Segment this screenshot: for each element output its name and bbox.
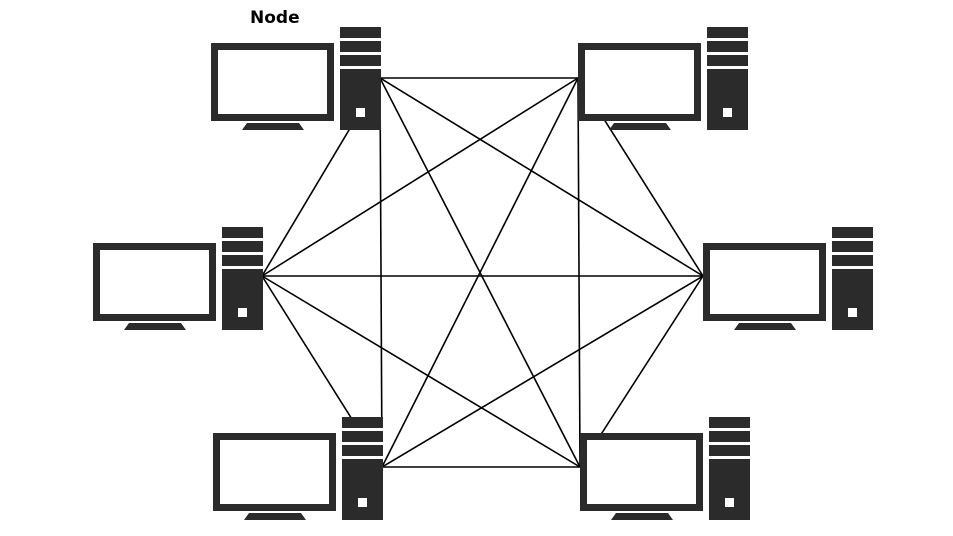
link-top-left-to-bottom-left <box>379 77 383 468</box>
tower-drive-slot-1 <box>707 38 748 41</box>
tower-drive-slot-3 <box>342 456 383 459</box>
monitor-screen <box>220 440 329 504</box>
desktop-computer-icon <box>211 27 381 130</box>
monitor-stand <box>242 123 304 130</box>
monitor-stand <box>609 123 671 130</box>
node-bottom-left <box>213 417 383 520</box>
monitor-screen <box>710 250 819 314</box>
tower-drive-slot-1 <box>222 238 263 241</box>
tower-drive-slot-3 <box>709 456 750 459</box>
tower-drive-slot-2 <box>222 252 263 255</box>
monitor-stand <box>611 513 673 520</box>
node-top-right <box>578 27 748 130</box>
nodes-layer <box>93 27 873 520</box>
link-top-right-to-bottom-left <box>381 77 579 468</box>
tower-drive-slot-3 <box>340 66 381 69</box>
power-button <box>238 308 247 317</box>
link-top-right-to-middle-left <box>261 77 579 277</box>
tower-drive-slot-3 <box>222 266 263 269</box>
desktop-computer-icon <box>703 227 873 330</box>
link-top-left-to-middle-right <box>379 77 704 277</box>
tower-drive-slot-2 <box>340 52 381 55</box>
tower-drive-slot-2 <box>709 442 750 445</box>
tower-drive-slot-1 <box>832 238 873 241</box>
power-button <box>723 108 732 117</box>
node-middle-right <box>703 227 873 330</box>
desktop-computer-icon <box>93 227 263 330</box>
power-button <box>725 498 734 507</box>
power-button <box>358 498 367 507</box>
monitor-screen <box>100 250 209 314</box>
monitor-stand <box>734 323 796 330</box>
power-button <box>848 308 857 317</box>
tower-drive-slot-1 <box>709 428 750 431</box>
monitor-stand <box>244 513 306 520</box>
tower-drive-slot-2 <box>832 252 873 255</box>
tower-drive-slot-3 <box>707 66 748 69</box>
node-middle-left <box>93 227 263 330</box>
monitor-screen <box>587 440 696 504</box>
desktop-computer-icon <box>213 417 383 520</box>
tower-drive-slot-2 <box>342 442 383 445</box>
tower-drive-slot-1 <box>342 428 383 431</box>
link-middle-left-to-bottom-right <box>261 275 581 468</box>
link-middle-right-to-bottom-left <box>381 275 704 468</box>
desktop-computer-icon <box>578 27 748 130</box>
monitor-screen <box>585 50 694 114</box>
power-button <box>356 108 365 117</box>
tower-drive-slot-1 <box>340 38 381 41</box>
tower-drive-slot-2 <box>707 52 748 55</box>
link-top-right-to-bottom-right <box>577 77 581 468</box>
desktop-computer-icon <box>580 417 750 520</box>
links-layer <box>261 77 704 468</box>
monitor-stand <box>124 323 186 330</box>
tower-drive-slot-3 <box>832 266 873 269</box>
node-label: Node <box>250 8 300 28</box>
monitor-screen <box>218 50 327 114</box>
node-bottom-right <box>580 417 750 520</box>
node-top-left <box>211 27 381 130</box>
